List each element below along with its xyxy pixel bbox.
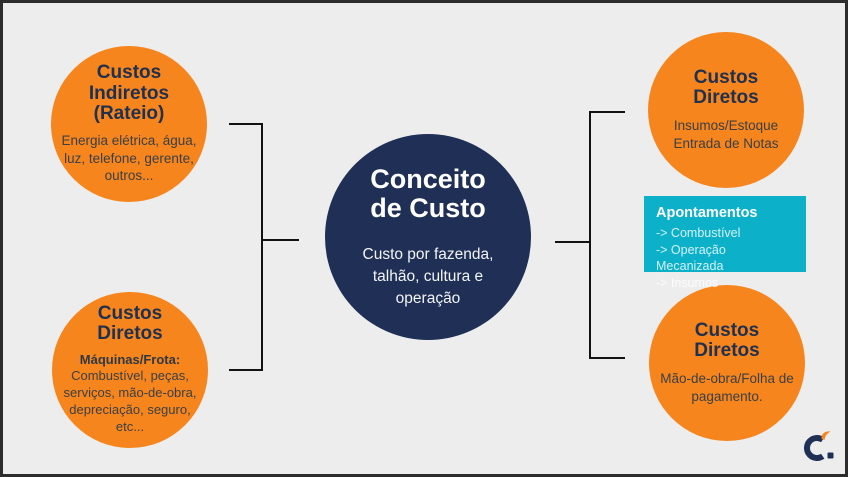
circle-body: Combustível, peças, serviços, mão-de-obr… (63, 368, 197, 435)
circle-title: Custos Diretos (693, 66, 759, 108)
company-logo (800, 427, 840, 467)
circle-body: Insumos/Estoque Entrada de Notas (673, 118, 779, 151)
right-bracket-vertical-line (589, 111, 591, 359)
callout-title: Apontamentos (656, 205, 758, 221)
left-bracket-vertical-line (261, 123, 263, 371)
left-bracket-bottom-line (229, 369, 263, 371)
left-bracket-top-line (229, 123, 263, 125)
callout-item: -> Insumos (656, 275, 719, 290)
circle-title: Custos Diretos (97, 302, 163, 345)
right-bracket-bottom-line (591, 357, 625, 359)
right-bracket-top-line (591, 111, 625, 113)
callout-item: -> Combustível (656, 226, 741, 240)
circle-body: Energia elétrica, água, luz, telefone, g… (61, 133, 197, 184)
circle-title: Custos Diretos (694, 319, 760, 361)
diagram-main-title: Conceito de Custo (370, 163, 486, 224)
circle-title: Custos Indiretos (Rateio) (88, 62, 170, 124)
circle-custos-diretos-insumos: Custos Diretos Insumos/Estoque Entrada d… (648, 32, 804, 188)
right-bracket-middle-line (555, 241, 589, 243)
callout-item: -> Operação Mecanizada (656, 242, 726, 274)
left-bracket-middle-line (263, 239, 299, 241)
diagram-main-body: Custo por fazenda, talhão, cultura e ope… (362, 246, 494, 307)
circle-conceito-de-custo: Conceito de Custo Custo por fazenda, tal… (325, 134, 531, 340)
circle-subtitle: Máquinas/Frota: (79, 351, 181, 367)
logo-c-icon (804, 431, 834, 461)
circle-custos-indiretos-rateio: Custos Indiretos (Rateio) Energia elétri… (51, 46, 207, 202)
apontamentos-callout: Apontamentos -> Combustível -> Operação … (644, 196, 806, 290)
circle-body: Mão-de-obra/Folha de pagamento. (660, 371, 794, 404)
circle-custos-diretos-mao-de-obra: Custos Diretos Mão-de-obra/Folha de paga… (649, 285, 805, 441)
circle-custos-diretos-maquinas: Custos Diretos Máquinas/Frota: Combustív… (52, 292, 208, 448)
